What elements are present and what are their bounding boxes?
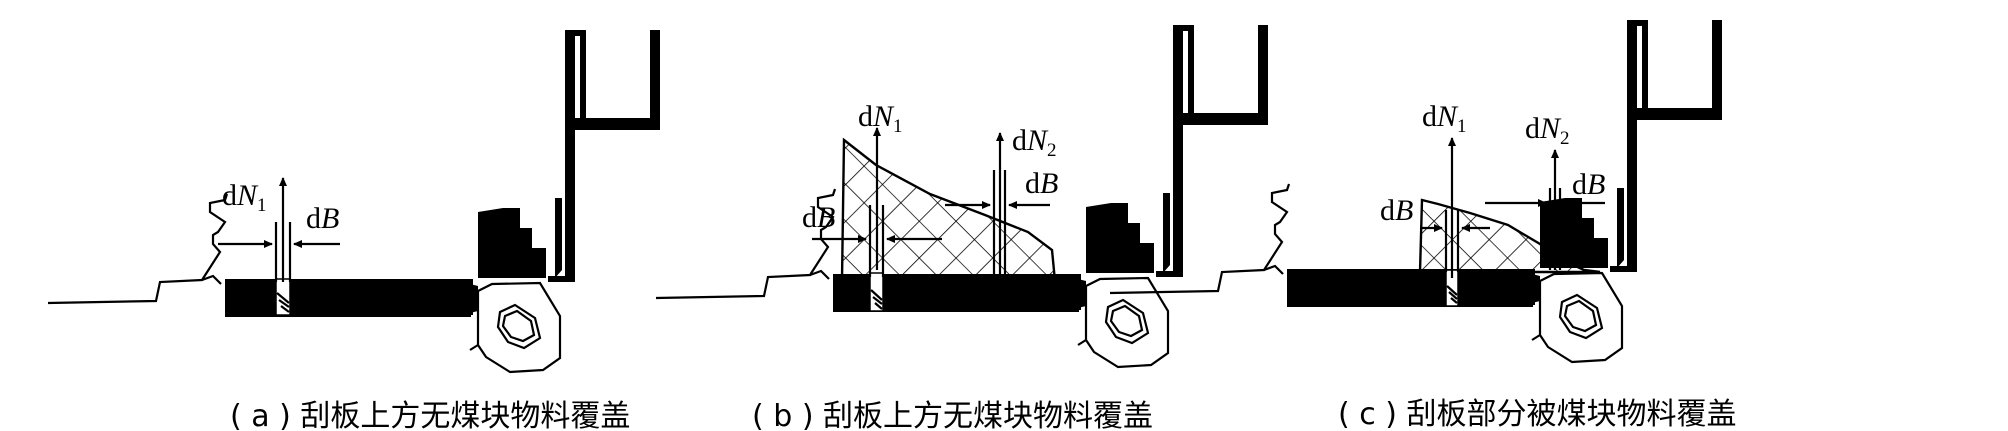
- label-dN1-a: dN1: [222, 179, 267, 216]
- label-dB-b1: dB: [802, 201, 835, 234]
- label-dN2-b: dN2: [1012, 124, 1057, 161]
- segment-hatch-b: [870, 289, 883, 310]
- segment-hatch-c: [1446, 285, 1458, 304]
- panel-c: [1108, 18, 1724, 364]
- label-dN1-b: dN1: [858, 100, 903, 137]
- label-dB-c1: dB: [1380, 194, 1413, 227]
- label-dN1-c: dN1: [1422, 100, 1467, 137]
- conveyor-mechanism-b: [654, 23, 1270, 369]
- label-dN2-c: dN2: [1525, 112, 1570, 149]
- label-dB-c2: dB: [1572, 168, 1605, 201]
- caption-b: ( b ) 刮板上方无煤块物料覆盖: [752, 399, 1153, 431]
- panel-a: dN1 dB ( a ) 刮板上方无煤块物料覆盖: [46, 28, 662, 431]
- conveyor-mechanism-c: [1108, 18, 1724, 364]
- panel-b-material: dB dN1 dN2 dB ( b ) 刮板上方无煤块物料覆盖: [752, 100, 1153, 431]
- conveyor-mechanism-a: [46, 28, 662, 374]
- label-dB-b2: dB: [1025, 167, 1058, 200]
- coal-load-b: [840, 137, 1057, 283]
- caption-c: ( c ) 刮板部分被煤块物料覆盖: [1338, 397, 1737, 431]
- panel-b: [654, 23, 1270, 369]
- caption-a: ( a ) 刮板上方无煤块物料覆盖: [230, 399, 630, 431]
- panel-c-material: dB dN1 dN2 dB ( c ) 刮板部分被煤块物料覆盖: [1338, 100, 1737, 431]
- segment-hatch-a: [276, 292, 290, 313]
- label-dB-a: dB: [306, 202, 339, 235]
